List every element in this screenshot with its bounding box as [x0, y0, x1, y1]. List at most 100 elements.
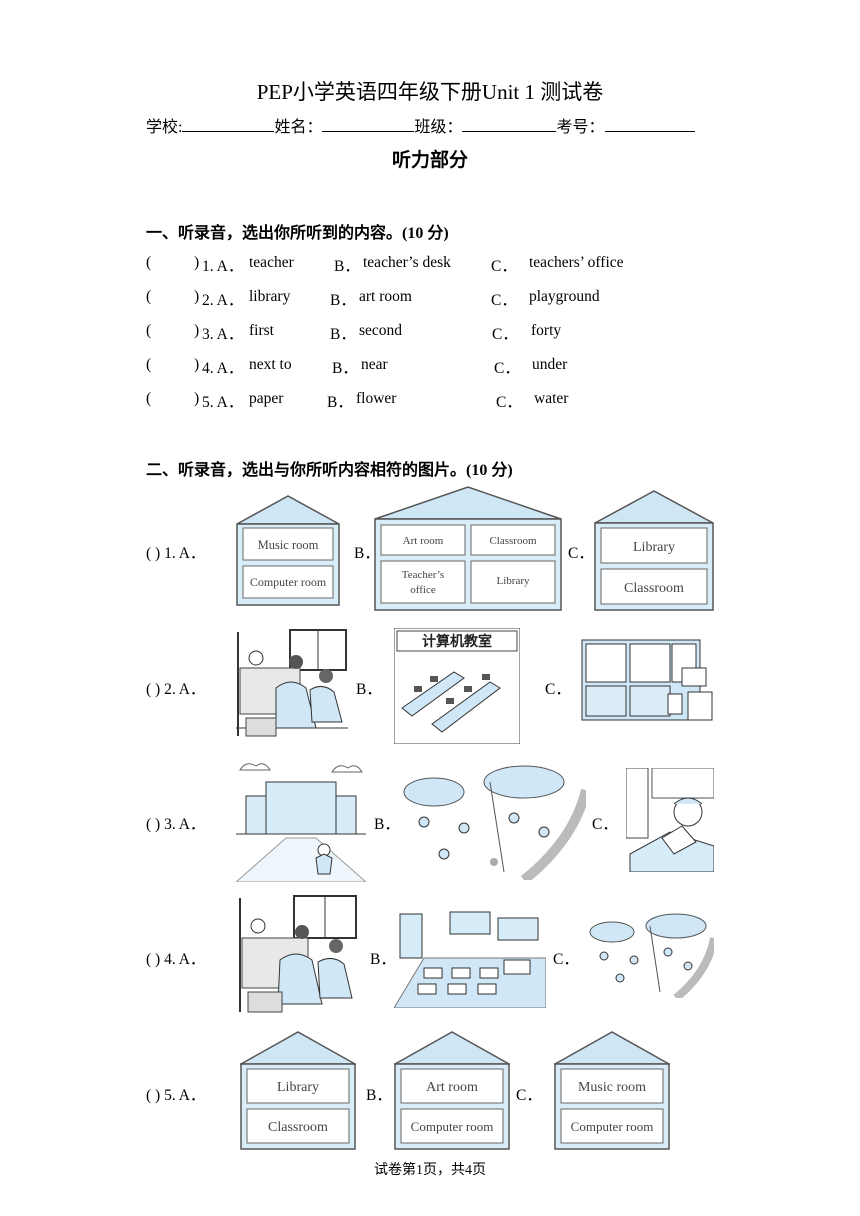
s2-q2-b-label: B． [356, 681, 382, 698]
answer-paren-close: ) [194, 356, 200, 373]
s2-q3-c-label: C． [592, 816, 618, 833]
option-c-label: C． [492, 326, 518, 343]
option-a: teacher [249, 254, 294, 271]
section-subtitle: 听力部分 [391, 150, 468, 171]
q1b-room-3b: office [410, 584, 436, 596]
answer-paren-open: ( [146, 322, 152, 339]
answer-paren-close: ) [194, 322, 200, 339]
question-number: 2. A． [202, 292, 244, 309]
option-c-label: C． [494, 360, 520, 377]
option-b-label: B． [332, 360, 358, 377]
s2-q5-b-label: B． [366, 1087, 392, 1104]
q1b-room-3a: Teacher’s [402, 569, 444, 581]
name-blank [322, 115, 415, 132]
q1b-room-2: Classroom [489, 535, 537, 547]
option-b-label: B． [330, 326, 356, 343]
s2-q4-b-label: B． [370, 951, 396, 968]
s2-q4-c-label: C． [553, 951, 579, 968]
option-b: second [359, 322, 403, 339]
option-a: next to [249, 356, 292, 373]
option-c: forty [531, 322, 562, 339]
option-b: flower [356, 390, 397, 407]
option-b: teacher’s desk [363, 254, 451, 271]
page-title: PEP小学英语四年级下册Unit 1 测试卷 [256, 80, 604, 104]
s1-question-3: ( ) 3. A． first B． second C． forty [146, 322, 746, 343]
number-label: 考号： [556, 119, 605, 136]
option-c-label: C． [496, 394, 522, 411]
question-number: 5. A． [202, 394, 244, 411]
answer-paren-open: ( [146, 356, 152, 373]
q1a-house-picture: Music room Computer room [236, 495, 340, 606]
answer-paren-close: ) [194, 390, 200, 407]
q2a-office-picture [236, 628, 348, 740]
school-label: 学校: [146, 119, 183, 136]
option-a: library [249, 288, 291, 305]
student-info-line: 学校: 姓名： 班级： 考号： [146, 113, 695, 137]
option-c: teachers’ office [529, 254, 624, 271]
answer-paren-open: ( [146, 288, 152, 305]
q5b-house-picture: Art room Computer room [394, 1031, 510, 1150]
class-blank [462, 115, 557, 132]
option-c-label: C． [491, 258, 517, 275]
answer-paren-close: ) [194, 288, 200, 305]
q5b-room-2: Computer room [411, 1119, 494, 1134]
question-number: 4. A． [202, 360, 244, 377]
q5b-room-1: Art room [426, 1080, 478, 1095]
question-number: 3. A． [202, 326, 244, 343]
q1c-house-picture: Library Classroom [594, 490, 714, 611]
q5c-room-1: Music room [578, 1080, 646, 1095]
s2-q2-c-label: C． [545, 681, 571, 698]
s2-q1-c-label: C． [568, 545, 594, 562]
class-label: 班级： [414, 119, 463, 136]
option-a: paper [249, 390, 284, 407]
q1b-room-1: Art room [403, 535, 444, 547]
s2-q5-c-label: C． [516, 1087, 542, 1104]
school-blank [182, 115, 275, 132]
name-label: 姓名： [274, 119, 323, 136]
answer-paren-open: ( [146, 254, 152, 271]
option-c: water [534, 390, 569, 407]
q3b-playground-picture [394, 762, 586, 880]
option-b: art room [359, 288, 412, 305]
q2c-bookcase-picture [581, 639, 713, 721]
number-blank [604, 115, 695, 132]
q1b-house-picture: Art room Classroom Teacher’s office Libr… [374, 486, 562, 611]
option-c-label: C． [491, 292, 517, 309]
s2-q1-b-label: B． [354, 545, 380, 562]
q1a-room-1: Music room [258, 538, 319, 552]
q5a-room-2: Classroom [268, 1120, 328, 1135]
s2-q3-b-label: B． [374, 816, 400, 833]
answer-paren-open: ( [146, 390, 152, 407]
q4a-office-picture [236, 894, 362, 1016]
q1c-room-1: Library [633, 540, 675, 555]
question-number: 1. A． [202, 258, 244, 275]
q5c-house-picture: Music room Computer room [554, 1031, 670, 1150]
q5a-house-picture: Library Classroom [240, 1031, 356, 1150]
page-footer: 试卷第1页，共4页 [374, 1163, 486, 1178]
q1c-room-2: Classroom [624, 581, 684, 596]
q5a-room-1: Library [277, 1080, 319, 1095]
s1-question-1: ( ) 1. A． teacher B． teacher’s desk C． t… [146, 254, 746, 275]
answer-paren-close: ) [194, 254, 200, 271]
s2-q1-label: ( ) 1. A． [146, 545, 206, 562]
option-a: first [249, 322, 274, 339]
q2b-computer-room-picture: 计算机教室 [394, 628, 520, 744]
q4b-classroom-picture [394, 904, 546, 1008]
option-b-label: B． [327, 394, 353, 411]
option-c: playground [529, 288, 600, 305]
section2-heading: 二、听录音，选出与你所听内容相符的图片。(10 分) [146, 462, 513, 479]
q2b-sign-text: 计算机教室 [422, 633, 492, 650]
q5c-room-2: Computer room [571, 1119, 654, 1134]
s2-q5-label: ( ) 5. A． [146, 1087, 206, 1104]
s1-question-2: ( ) 2. A． library B． art room C． playgro… [146, 288, 746, 309]
s2-q4-label: ( ) 4. A． [146, 951, 206, 968]
section1-heading: 一、听录音，选出你所听到的内容。(10 分) [146, 225, 449, 242]
q4c-playground-picture [584, 912, 714, 998]
q3a-school-building-picture [236, 758, 366, 882]
option-b: near [361, 356, 388, 373]
s1-question-4: ( ) 4. A． next to B． near C． under [146, 356, 746, 377]
q3c-boy-reading-picture [626, 768, 714, 872]
option-c: under [532, 356, 568, 373]
s2-q2-label: ( ) 2. A． [146, 681, 206, 698]
q1a-room-2: Computer room [250, 575, 327, 589]
